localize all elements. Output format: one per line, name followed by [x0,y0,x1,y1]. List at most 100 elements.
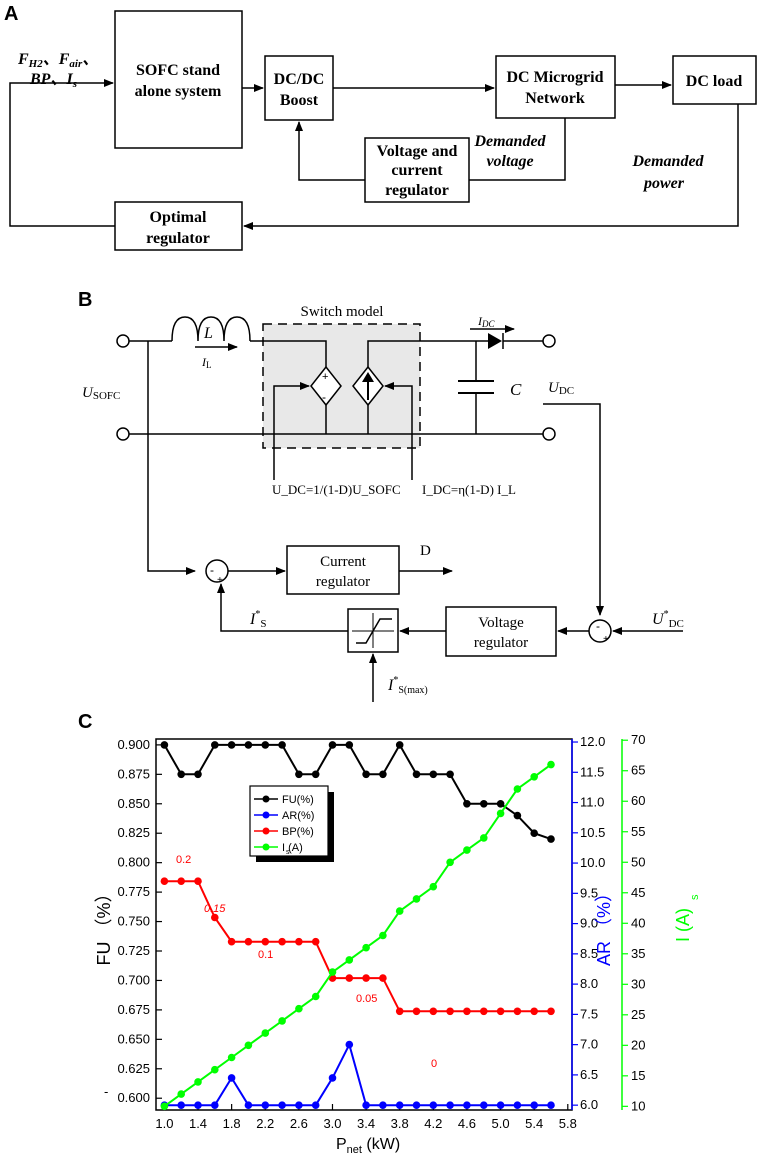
ar-tick-label: 10.0 [580,855,605,870]
data-point-fu [395,741,404,749]
x-tick-label: 3.8 [391,1116,409,1131]
ar-tick-label: 9.0 [580,916,598,931]
data-point-fu [177,770,185,779]
data-point-ar [177,1101,185,1109]
data-point-fu [345,741,354,749]
dcdc-label-1: DC/DC [274,71,325,88]
data-point-ar [496,1101,505,1109]
data-point-ar [295,1101,303,1109]
x-tick-label: 2.6 [290,1116,308,1131]
data-point-bp [480,1007,488,1016]
ar-tick-label: 9.5 [580,885,598,900]
data-point-is [446,858,454,867]
terminal-out-top [542,334,556,348]
panel-c: C 0.9000.8750.8500.8250.8000.7750.7500.7… [78,711,701,1156]
x-tick-label: 1.0 [155,1116,173,1131]
ar-tick-label: 11.0 [580,795,604,810]
is-axis-label-sub: s [689,894,701,900]
sofc-label-1: SOFC stand [136,62,220,79]
panel-a-arrows [9,79,739,230]
is-tick-label: 25 [631,1007,645,1022]
data-point-is [244,1041,253,1050]
x-axis-label: Pnet (kW) [336,1136,400,1156]
il-label: IL [201,355,212,370]
data-point-ar [278,1101,286,1109]
dc-load-box [672,55,757,105]
data-point-is [278,1017,286,1025]
data-point-bp [278,937,286,946]
data-point-bp [311,937,320,946]
ar-tick-label: 7.5 [580,1006,598,1021]
is-axis-label: I (A) [673,908,693,942]
fu-axis-ticks: 0.9000.8750.8500.8250.8000.7750.7500.725… [117,737,162,1105]
series-ar [160,1040,555,1109]
data-point-bp [412,1007,421,1016]
x-tick-label: 2.2 [256,1116,274,1131]
fu-tick-label: 0.900 [117,737,150,752]
data-point-bp [194,877,202,885]
panel-b: B Switch model C + - [78,289,684,702]
data-point-is [160,1102,169,1111]
data-point-is [295,1004,303,1013]
data-point-fu [379,770,387,779]
data-point-ar [446,1101,454,1109]
data-point-is [547,760,555,769]
legend-is: I (A) [282,842,303,854]
data-point-ar [345,1040,354,1049]
current-regulator-box [286,545,400,595]
series-line-ar [164,1041,551,1107]
panel-c-letter: C [78,711,92,733]
svg-text:-: - [210,563,214,577]
plot-frame [155,738,573,1111]
x-tick-label: 5.4 [525,1116,543,1131]
series-is [160,760,555,1111]
optimal-label-1: Optimal [150,209,207,226]
is-tick-label: 70 [631,732,645,747]
sofc-label-2: alone system [135,83,222,100]
dcdc-label-2: Boost [280,92,319,109]
fu-tick-label: 0.750 [117,914,150,929]
idc-label: IDC [477,314,495,329]
switch-model-label: Switch model [301,304,384,320]
is-tick-label: 15 [631,1068,645,1083]
sofc-box [114,10,243,149]
data-point-fu [446,770,454,779]
usofc-label: USOFC [82,385,120,402]
capacitor-label: C [510,380,522,399]
is-tick-label: 60 [631,793,645,808]
ar-tick-label: 7.0 [580,1037,598,1052]
data-point-bp [446,1007,454,1016]
data-point-fu [362,770,370,779]
series-fu [160,741,555,843]
microgrid-label-2: Network [525,90,585,107]
demanded-voltage-label-2: voltage [486,153,533,170]
fu-tick-label: 0.825 [117,825,150,840]
optimal-label-2: regulator [146,230,210,247]
dcdc-box [264,55,334,121]
fu-tick-label: 0.625 [117,1061,150,1076]
x-tick-label: 3.0 [323,1116,341,1131]
is-tick-label: 65 [631,763,645,778]
data-point-fu [328,741,337,749]
x-tick-label: 1.4 [189,1116,207,1131]
data-point-bp [211,913,219,922]
data-point-bp [513,1007,522,1016]
is-tick-label: 10 [631,1098,645,1113]
terminal-in-top [116,334,130,348]
data-point-bp [379,974,387,982]
legend-is-sub: s [286,849,290,856]
data-point-is [395,907,404,915]
data-point-fu [244,741,253,749]
equation-udc: U_DC=1/(1-D)U_SOFC [272,482,401,497]
data-point-is [328,968,337,976]
current-regulator-label-1: Current [320,554,367,570]
data-point-is [211,1065,219,1074]
current-regulator-label-2: regulator [316,574,370,590]
is-tick-label: 40 [631,915,645,930]
voltage-regulator-label-1: Voltage [478,615,524,631]
ar-tick-label: 10.5 [580,825,605,840]
data-point-is [463,846,471,854]
udc-label: UDC [548,380,574,397]
vc-regulator-label-3: regulator [385,182,449,199]
data-point-is [513,785,522,793]
